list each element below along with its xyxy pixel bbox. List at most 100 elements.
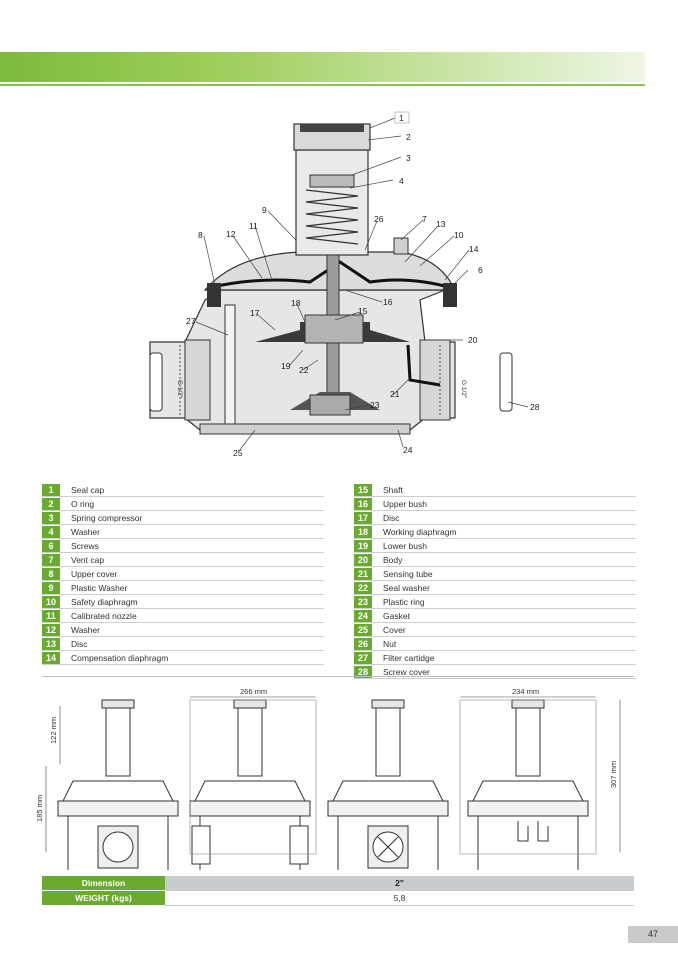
part-name: O ring: [71, 498, 95, 509]
parts-list-row: 18 Working diaphragm: [354, 525, 636, 539]
part-name: Working diaphragm: [383, 526, 457, 537]
part-name: Vent cap: [71, 554, 105, 565]
part-number-badge: 18: [354, 525, 372, 538]
dim-height-307: 307 mm: [609, 761, 618, 788]
parts-list-row: 19 Lower bush: [354, 539, 636, 553]
part-name: Compensation diaphragm: [71, 652, 169, 663]
screw-cover-left: [149, 352, 163, 412]
part-number-badge: 7: [42, 553, 60, 566]
part-number-badge: 17: [354, 511, 372, 524]
frame-side: [189, 699, 317, 855]
sensing-tube: [406, 344, 441, 387]
callout-27: 27: [186, 316, 196, 326]
part-number-badge: 19: [354, 539, 372, 552]
callout-16: 16: [383, 297, 393, 307]
screw-cover-right: [499, 352, 513, 412]
opposite-side-view: [467, 699, 589, 870]
page-number: 47: [628, 926, 678, 943]
callout-1: 1: [399, 113, 404, 123]
part-number-badge: 21: [354, 567, 372, 580]
part-name: Lower bush: [383, 540, 427, 551]
parts-list-row: 24 Gasket: [354, 609, 636, 623]
parts-list-row: 23 Plastic ring: [354, 595, 636, 609]
part-name: Disc: [383, 512, 400, 523]
front-view: [57, 699, 179, 870]
parts-list-row: 8 Upper cover: [42, 567, 324, 581]
part-name: Plastic ring: [383, 596, 425, 607]
header-rule: [0, 84, 645, 86]
callout-20: 20: [468, 335, 478, 345]
frame-opposite: [459, 699, 597, 855]
rear-view: [327, 699, 449, 870]
header-banner: [0, 52, 645, 82]
dim-height-185: 185 mm: [35, 795, 44, 822]
vent-cap: [393, 237, 409, 255]
part-number-badge: 23: [354, 595, 372, 608]
part-number-badge: 8: [42, 567, 60, 580]
spec-weight-label: WEIGHT (kgs): [42, 890, 165, 906]
part-name: Calibrated nozzle: [71, 610, 137, 621]
part-name: Shaft: [383, 484, 403, 495]
part-name: Seal washer: [383, 582, 430, 593]
diaphragm: [207, 260, 453, 290]
spec-row-dimension: Dimension 2": [42, 876, 634, 891]
spring: [305, 189, 359, 245]
part-name: Cover: [383, 624, 406, 635]
part-number-badge: 1: [42, 483, 60, 496]
callout-15: 15: [358, 306, 368, 316]
spec-weight-value: 5,8: [165, 890, 634, 906]
part-name: Safety diaphragm: [71, 596, 138, 607]
callout-12: 12: [226, 229, 236, 239]
part-number-badge: 20: [354, 553, 372, 566]
part-name: Gasket: [383, 610, 410, 621]
callout-22: 22: [299, 365, 309, 375]
part-name: Nut: [383, 638, 397, 649]
thread-label-left: G 1/2": [176, 380, 183, 399]
part-name: Screws: [71, 540, 99, 551]
dim-width-266: 266 mm: [240, 687, 267, 696]
part-number-badge: 27: [354, 651, 372, 664]
parts-list-row: 17 Disc: [354, 511, 636, 525]
parts-list-row: 12 Washer: [42, 623, 324, 637]
callout-3: 3: [406, 153, 411, 163]
part-number-badge: 12: [42, 623, 60, 636]
callout-2: 2: [406, 132, 411, 142]
callout-8: 8: [198, 230, 203, 240]
part-number-badge: 24: [354, 609, 372, 622]
part-name: Disc: [71, 638, 88, 649]
part-name: Upper cover: [71, 568, 118, 579]
callout-4: 4: [399, 176, 404, 186]
parts-list-row: 7 Vent cap: [42, 553, 324, 567]
callout-7: 7: [422, 214, 427, 224]
part-name: Washer: [71, 624, 100, 635]
callout-25: 25: [233, 448, 243, 458]
callout-24: 24: [403, 445, 413, 455]
bottom-cover: [199, 423, 411, 435]
callout-11: 11: [249, 221, 258, 231]
part-number-badge: 4: [42, 525, 60, 538]
part-number-badge: 6: [42, 539, 60, 552]
callout-9: 9: [262, 205, 267, 215]
regulator-section-drawing: G 1/2" G 1/2" 1 2 3 4: [149, 111, 540, 458]
spec-row-weight: WEIGHT (kgs) 5,8: [42, 890, 634, 906]
section-divider: [42, 676, 634, 677]
callout-10: 10: [454, 230, 464, 240]
